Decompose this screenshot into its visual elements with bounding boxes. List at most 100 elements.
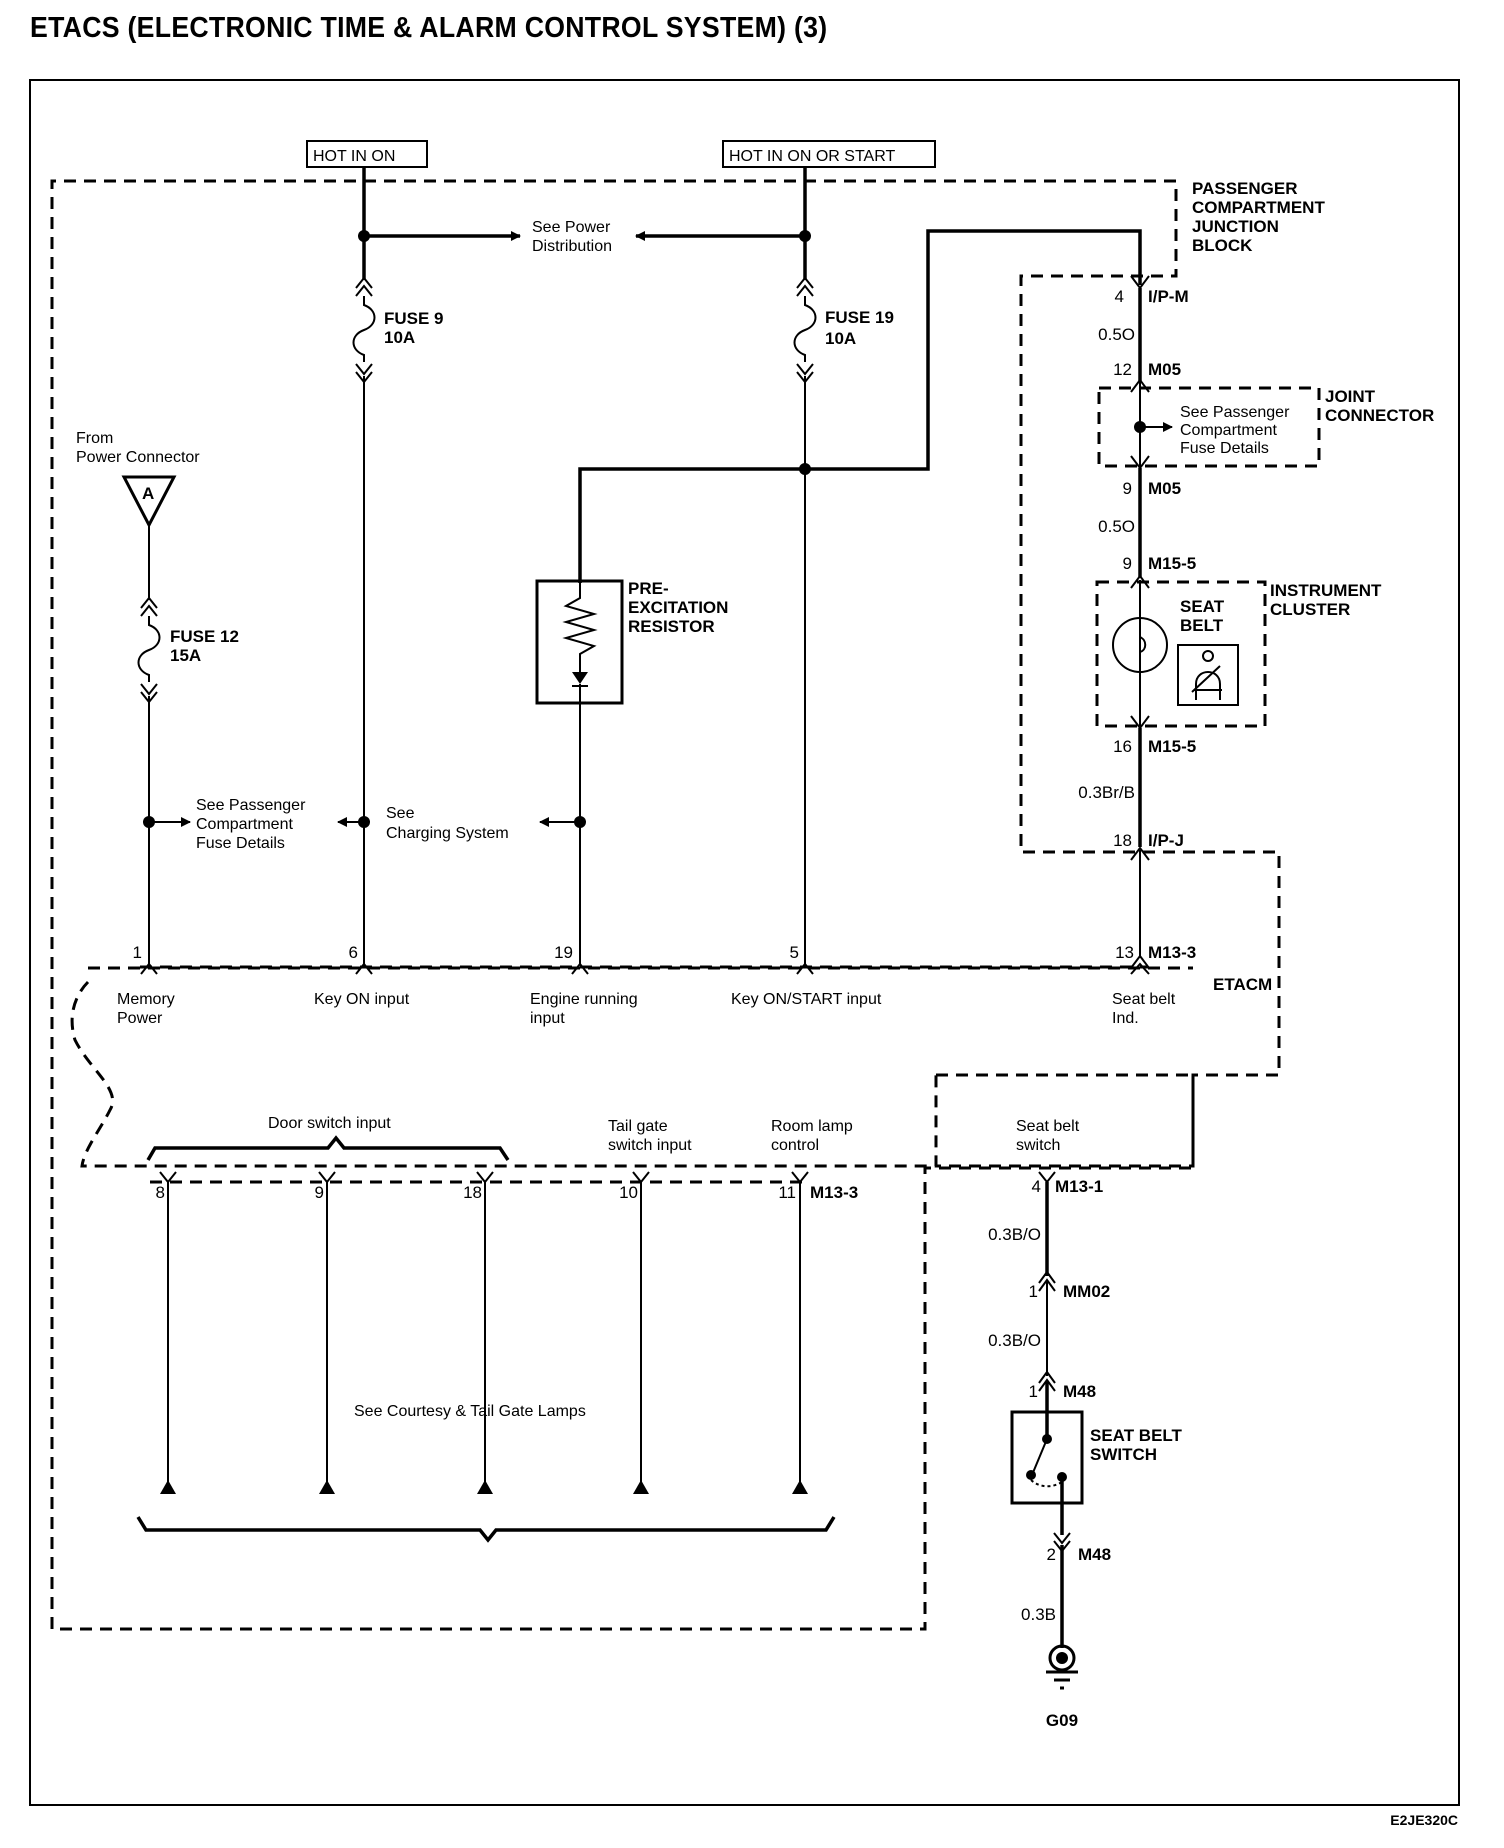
fuse-19-icon xyxy=(793,296,817,362)
pin-number: 1 xyxy=(133,943,142,962)
pin-number: 1 xyxy=(1029,1282,1038,1301)
page-title: ETACS (ELECTRONIC TIME & ALARM CONTROL S… xyxy=(30,12,828,44)
pin-label: Room lamp xyxy=(771,1118,853,1135)
see-power-distribution-line2[interactable]: Distribution xyxy=(532,238,612,255)
instrument-cluster-label-line2: CLUSTER xyxy=(1270,600,1350,619)
pin-label: Engine running xyxy=(530,991,638,1008)
junction-block-label-line1: PASSENGER xyxy=(1192,179,1298,198)
connector-id: M13-1 xyxy=(1055,1177,1103,1196)
junction-block-label-line4: BLOCK xyxy=(1192,236,1253,255)
seat-belt-indicator-circuit xyxy=(1095,275,1321,969)
connector-triangle-icon xyxy=(121,475,177,529)
see-fuse-details-line3[interactable]: Fuse Details xyxy=(196,835,285,852)
pin-label: Memory xyxy=(117,991,175,1008)
power-connector-a: A xyxy=(121,475,191,964)
joint-connector-label-line1: JOINT xyxy=(1325,387,1376,406)
joint-see-fuse-details-line2[interactable]: Compartment xyxy=(1180,422,1277,439)
pin-label: Tail gate xyxy=(608,1118,668,1135)
ground-icon xyxy=(1048,1644,1076,1672)
pin-label: switch input xyxy=(608,1137,692,1154)
pin-number: 16 xyxy=(1113,737,1132,756)
hot-in-on-label: HOT IN ON xyxy=(313,148,395,165)
fuse-19-circuit xyxy=(578,167,1142,964)
wire-spec: 0.3Br/B xyxy=(1078,783,1135,802)
seat-belt-switch-circuit xyxy=(1010,1171,1084,1690)
door-switch-brace xyxy=(146,1135,510,1161)
pin-number: 19 xyxy=(554,943,573,962)
resistor-label-line1: PRE- xyxy=(628,579,669,598)
seat-belt-indicator-label-line1: SEAT xyxy=(1180,597,1225,616)
wire-spec: 0.5O xyxy=(1098,517,1135,536)
see-courtesy-lamps-link[interactable]: See Courtesy & Tail Gate Lamps xyxy=(354,1403,586,1420)
pin-number: 9 xyxy=(1123,554,1132,573)
seat-belt-switch-label-line1: SEAT BELT xyxy=(1090,1426,1183,1445)
connector-id: M13-3 xyxy=(810,1183,858,1202)
connector-id: M15-5 xyxy=(1148,554,1196,573)
fuse-12-icon xyxy=(137,616,161,682)
seat-belt-indicator-label-line2: BELT xyxy=(1180,616,1224,635)
pin-number: 12 xyxy=(1113,360,1132,379)
pin-number: 5 xyxy=(790,943,799,962)
hot-in-on-box xyxy=(306,140,428,168)
pin-number: 9 xyxy=(315,1183,324,1202)
fuse-12-rating: 15A xyxy=(170,646,201,665)
resistor-label-line2: EXCITATION xyxy=(628,598,728,617)
fuse-19-name: FUSE 19 xyxy=(825,308,894,327)
see-fuse-details-line1[interactable]: See Passenger xyxy=(196,797,306,814)
connector-id: M48 xyxy=(1063,1382,1096,1401)
power-connector-label-line1: From xyxy=(76,430,113,447)
wire-spec: 0.3B xyxy=(1021,1605,1056,1624)
junction-block-label-line3: JUNCTION xyxy=(1192,217,1279,236)
etacm-top-pins xyxy=(140,962,1150,975)
pin-label: Key ON/START input xyxy=(731,991,882,1008)
door-switch-label: Door switch input xyxy=(268,1115,391,1132)
instrument-cluster-label-line1: INSTRUMENT xyxy=(1270,581,1382,600)
junction-block-label-line2: COMPARTMENT xyxy=(1192,198,1325,217)
resistor-label-line3: RESISTOR xyxy=(628,617,715,636)
fuse-12-name: FUSE 12 xyxy=(170,627,239,646)
seat-belt-switch-box xyxy=(1010,1410,1084,1505)
diagram-frame xyxy=(29,79,1460,1806)
fuse-9-circuit xyxy=(337,167,521,964)
pin-number: 2 xyxy=(1047,1545,1056,1564)
junction-block-outline xyxy=(50,179,1281,1631)
pin-label: Power xyxy=(117,1010,163,1027)
wire-spec: 0.5O xyxy=(1098,325,1135,344)
resistor-icon xyxy=(562,583,598,672)
connector-id: A xyxy=(142,484,154,503)
seat-belt-switch-label-line2: SWITCH xyxy=(1090,1445,1157,1464)
see-power-distribution-line1[interactable]: See Power xyxy=(532,219,611,236)
joint-see-fuse-details-line1[interactable]: See Passenger xyxy=(1180,404,1290,421)
power-connector-label-line2: Power Connector xyxy=(76,449,200,466)
pin-number: 6 xyxy=(349,943,358,962)
see-charging-system-line2[interactable]: Charging System xyxy=(386,825,509,842)
see-charging-system-line1[interactable]: See xyxy=(386,805,415,822)
pin-number: 18 xyxy=(1113,831,1132,850)
hot-in-on-or-start-label: HOT IN ON OR START xyxy=(729,148,895,165)
pre-excitation-resistor xyxy=(535,579,624,964)
pin-number: 4 xyxy=(1032,1177,1041,1196)
diagram-code: E2JE320C xyxy=(1390,1812,1458,1828)
see-fuse-details-line2[interactable]: Compartment xyxy=(196,816,293,833)
pin-number: 8 xyxy=(156,1183,165,1202)
connector-id: MM02 xyxy=(1063,1282,1110,1301)
connector-id: I/P-M xyxy=(1148,287,1189,306)
fuse-9-icon xyxy=(352,296,376,362)
seat-belt-lamp-icon xyxy=(1112,617,1168,673)
connector-id: I/P-J xyxy=(1148,831,1184,850)
fuse-19-rating: 10A xyxy=(825,329,856,348)
diode-icon xyxy=(572,672,588,684)
pin-number: 11 xyxy=(778,1183,796,1202)
connector-id: M15-5 xyxy=(1148,737,1196,756)
joint-see-fuse-details-line3[interactable]: Fuse Details xyxy=(1180,440,1269,457)
pin-number: 1 xyxy=(1029,1382,1038,1401)
hot-in-on-or-start-box xyxy=(722,140,936,168)
pin-label: switch xyxy=(1016,1137,1060,1154)
connector-id: M05 xyxy=(1148,479,1181,498)
pin-number: 10 xyxy=(619,1183,638,1202)
connector-id: M13-3 xyxy=(1148,943,1196,962)
wire-spec: 0.3B/O xyxy=(988,1331,1041,1350)
connector-id: M05 xyxy=(1148,360,1181,379)
fuse-9-name: FUSE 9 xyxy=(384,309,444,328)
pin-label: input xyxy=(530,1010,565,1027)
